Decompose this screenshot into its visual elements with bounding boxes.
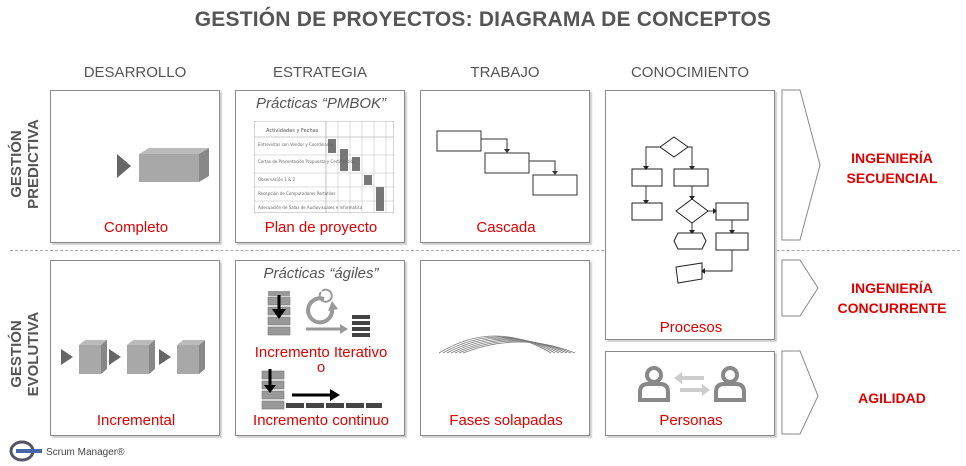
cell-label: o (316, 359, 326, 376)
cell-plan: Prácticas “PMBOK” Actividades y Fechas E… (235, 90, 405, 243)
outcome-line: SECUENCIAL (846, 170, 938, 186)
row-label-line: GESTIÓN (8, 130, 25, 198)
cell-procesos: Procesos (605, 90, 775, 340)
cell-personas: Personas (605, 351, 775, 436)
column-header-trabajo: TRABAJO (470, 64, 540, 81)
column-header-desarrollo: DESARROLLO (83, 64, 187, 81)
cell-subtitle: Prácticas “ágiles” (263, 265, 379, 282)
row-label-line: EVOLUTIVA (25, 311, 42, 397)
cell-cascada: Cascada (420, 90, 590, 243)
cell-label: Cascada (476, 219, 536, 236)
gantt-table-icon: Actividades y Fechas Entrevistas con Ven… (254, 121, 394, 213)
diagram-title: GESTIÓN DE PROYECTOS: DIAGRAMA DE CONCEP… (194, 8, 772, 31)
incremental-blocks-icon (61, 340, 205, 374)
cell-fases: Fases solapadas (420, 260, 590, 436)
cell-subtitle: Prácticas “PMBOK” (255, 95, 387, 112)
gantt-header-text: Actividades y Fechas (266, 128, 319, 134)
row-label-line: PREDICTIVA (25, 119, 42, 209)
outcome-secuencial: INGENIERÍA SECUENCIAL (822, 148, 962, 188)
column-header-estrategia: ESTRATEGIA (273, 64, 367, 81)
people-exchange-icon (638, 366, 746, 402)
cell-completo: Completo (50, 90, 220, 243)
continuous-increment-icon (261, 369, 382, 410)
outcome-line: INGENIERÍA (851, 150, 933, 166)
chevron-arrows (781, 89, 821, 435)
outcome-line: INGENIERÍA (851, 280, 933, 296)
cell-label: Personas (659, 412, 723, 429)
chevron-arrow-icon (781, 259, 819, 317)
waterfall-icon (436, 130, 578, 196)
row-label-line: GESTIÓN (8, 320, 25, 388)
scrum-manager-logo-icon (9, 440, 42, 462)
cell-label: Procesos (659, 319, 723, 336)
gantt-row-text: Adecuación de Salas de Audiovisuales e I… (258, 205, 363, 210)
cell-label: Completo (103, 219, 169, 236)
chevron-arrow-icon (781, 89, 821, 241)
gantt-row-text: Observación 1 & 2 (258, 177, 295, 182)
cell-label: Incremental (96, 412, 176, 429)
gantt-row-text: Recepción de Computadores Portátiles (258, 191, 335, 196)
outcome-concurrente: INGENIERÍA CONCURRENTE (822, 278, 962, 318)
flowchart-icon (631, 136, 749, 284)
row-label-evolutive: GESTIÓN EVOLUTIVA (8, 289, 42, 419)
cell-agiles: Prácticas “ágiles” Incremento Iterativo … (235, 260, 405, 436)
chevron-arrow-icon (781, 350, 819, 435)
cell-label: Plan de proyecto (264, 219, 378, 236)
gantt-row-text: Entrevistas con Vendor y Coordinador (258, 142, 334, 147)
outcome-line: CONCURRENTE (837, 300, 947, 316)
outcome-agilidad: AGILIDAD (858, 390, 926, 406)
cell-label: Incremento continuo (253, 412, 389, 429)
iterative-increment-icon (267, 288, 370, 337)
block-icon (117, 148, 209, 182)
cell-label: Incremento Iterativo (254, 344, 388, 361)
row-divider (10, 250, 960, 251)
footer-brand: Scrum Manager® (46, 447, 125, 458)
cell-incremental: Incremental (50, 260, 220, 436)
cell-label: Fases solapadas (449, 412, 563, 429)
gantt-row-text: Cartas de Presentación Propuesta y Certi… (258, 159, 356, 164)
overlapping-phases-icon (438, 335, 576, 354)
column-header-conocimiento: CONOCIMIENTO (630, 64, 750, 81)
row-label-predictive: GESTIÓN PREDICTIVA (8, 99, 42, 229)
